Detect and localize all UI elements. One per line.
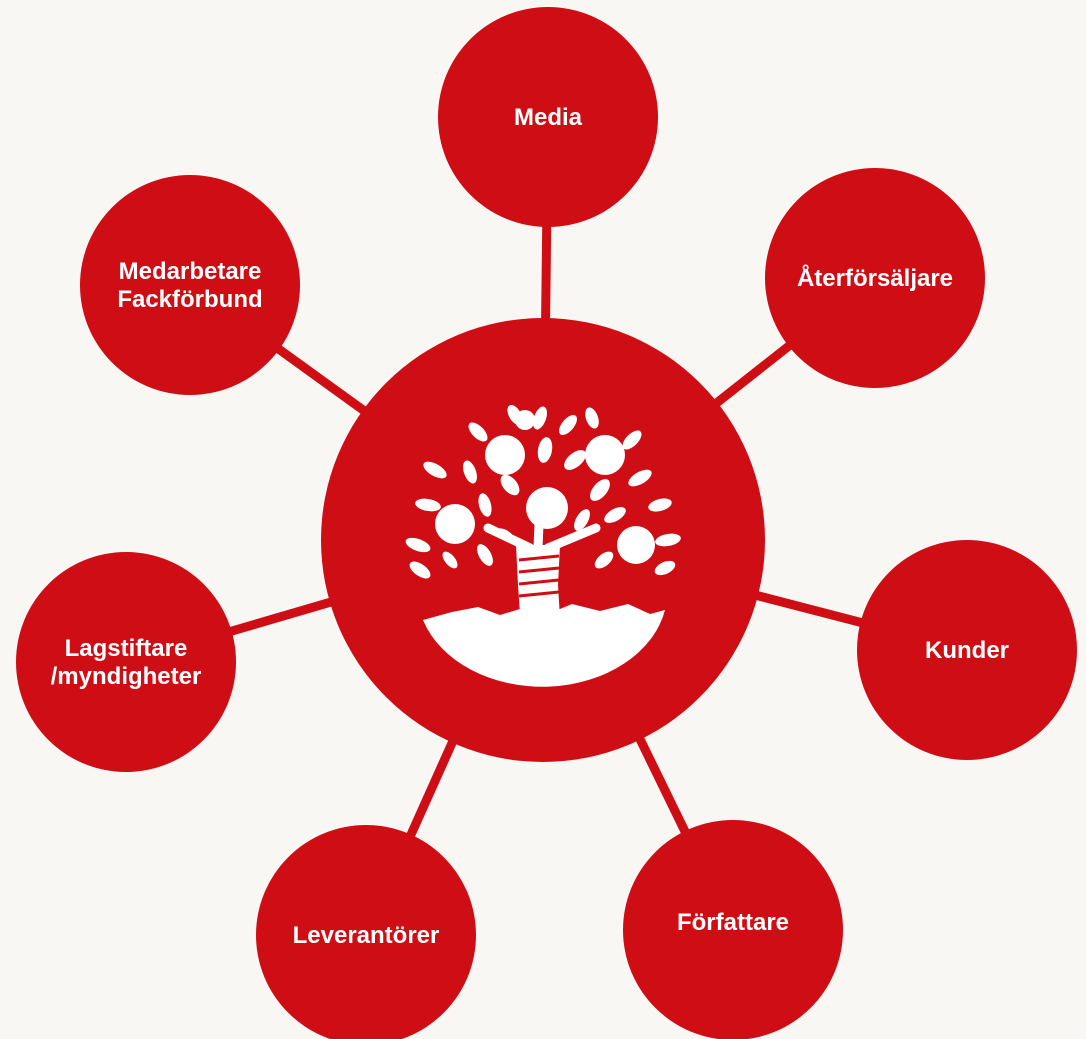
node-circle-lagstiftare xyxy=(16,552,236,772)
node-label-aterforsaljare: Återförsäljare xyxy=(797,264,953,292)
node-label-kunder: Kunder xyxy=(925,637,1009,664)
node-circle-kunder xyxy=(857,540,1077,760)
center-circle xyxy=(321,318,765,762)
node-label-medarbetare-1: Medarbetare xyxy=(119,258,262,285)
node-circle-media xyxy=(438,7,658,227)
node-circle-leverantorer xyxy=(256,825,476,1039)
node-label-medarbetare-2: Fackförbund xyxy=(117,286,262,313)
node-leverantorer: Leverantörer xyxy=(256,825,476,1039)
node-circle-aterforsaljare xyxy=(765,168,985,388)
node-media: Media xyxy=(438,7,658,227)
node-lagstiftare: Lagstiftare/myndigheter xyxy=(16,552,236,772)
node-label-leverantorer: Leverantörer xyxy=(293,922,440,949)
apple-tree-logo-icon xyxy=(405,405,681,687)
node-aterforsaljare: Återförsäljare xyxy=(765,168,985,388)
node-kunder: Kunder xyxy=(857,540,1077,760)
node-circle-medarbetare xyxy=(80,175,300,395)
node-circle-forfattare xyxy=(623,820,843,1039)
node-label-forfattare: Författare xyxy=(677,909,789,936)
node-forfattare: Författare xyxy=(623,820,843,1039)
node-label-lagstiftare-1: Lagstiftare xyxy=(65,635,188,662)
center-hub xyxy=(321,318,765,762)
node-label-lagstiftare-2: /myndigheter xyxy=(51,663,202,690)
node-label-media: Media xyxy=(514,104,583,131)
